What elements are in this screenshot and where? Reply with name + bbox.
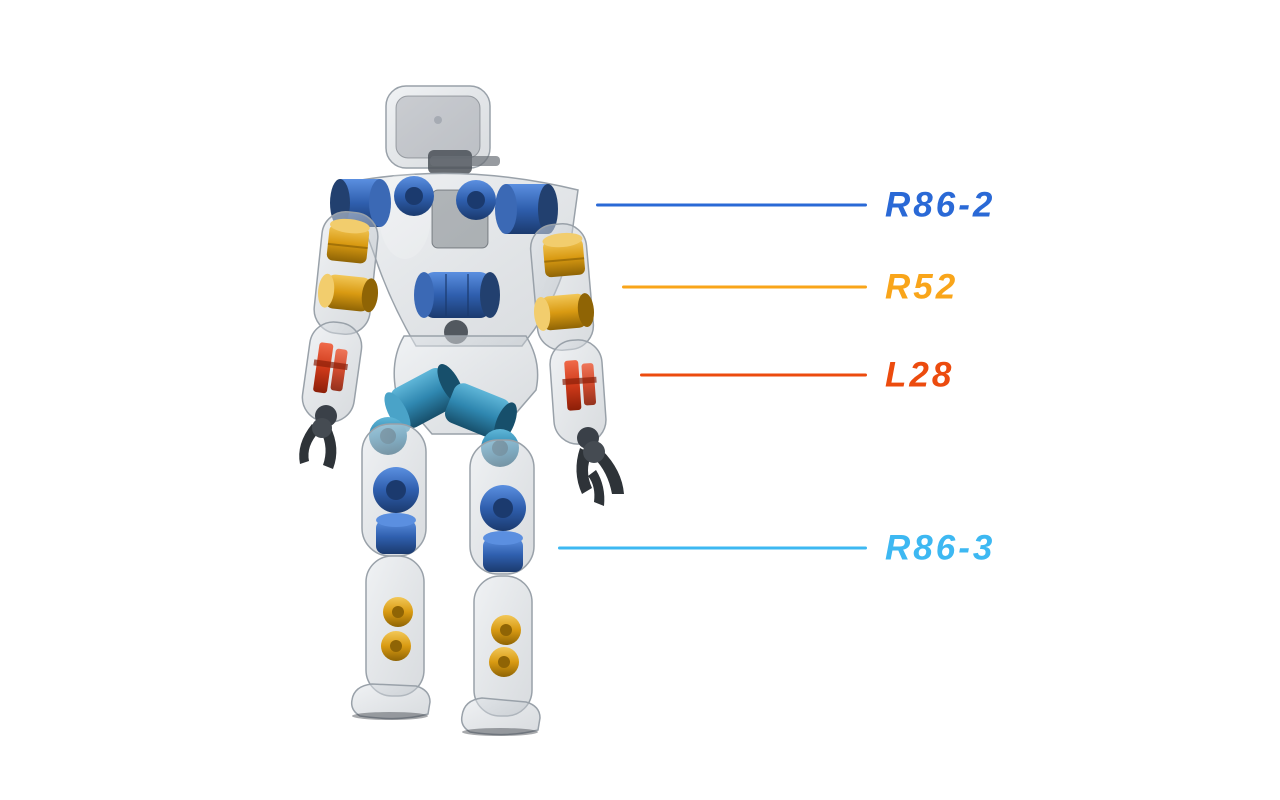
- waist-actuator: [414, 272, 500, 344]
- right-arm: [529, 223, 624, 506]
- callout-l28: L28: [640, 358, 954, 393]
- left-ankle-actuators: [381, 597, 413, 661]
- left-foot: [350, 683, 431, 720]
- right-foot: [460, 697, 541, 736]
- right-gripper: [576, 441, 624, 506]
- left-arm: [299, 211, 379, 469]
- right-upper-arm-actuator: [542, 232, 585, 278]
- callout-line-l28: [640, 373, 867, 377]
- right-elbow-actuator: [533, 293, 595, 331]
- callout-label-r86-3: R86-3: [885, 528, 996, 568]
- callout-line-r86-2: [596, 203, 867, 207]
- callout-label-l28: L28: [885, 355, 955, 395]
- callout-r86-3: R86-3: [558, 531, 995, 566]
- callout-r86-2: R86-2: [596, 188, 995, 223]
- left-knee-actuator: [373, 467, 419, 554]
- right-shoulder-actuator: [456, 180, 558, 234]
- right-knee-actuator: [480, 485, 526, 572]
- left-gripper: [299, 418, 337, 469]
- right-forearm-actuator: [562, 360, 597, 411]
- callout-line-r52: [622, 285, 867, 289]
- callout-r52: R52: [622, 270, 958, 305]
- right-leg: [460, 439, 541, 736]
- right-ankle-actuators: [489, 615, 521, 677]
- left-leg: [350, 423, 431, 720]
- callout-label-r52: R52: [885, 267, 959, 307]
- callout-label-r86-2: R86-2: [885, 185, 996, 225]
- left-upper-arm-actuator: [326, 218, 370, 264]
- callout-line-r86-3: [558, 546, 867, 550]
- left-elbow-actuator: [317, 273, 379, 313]
- left-forearm-actuator: [313, 342, 348, 394]
- robot-head: [385, 85, 500, 174]
